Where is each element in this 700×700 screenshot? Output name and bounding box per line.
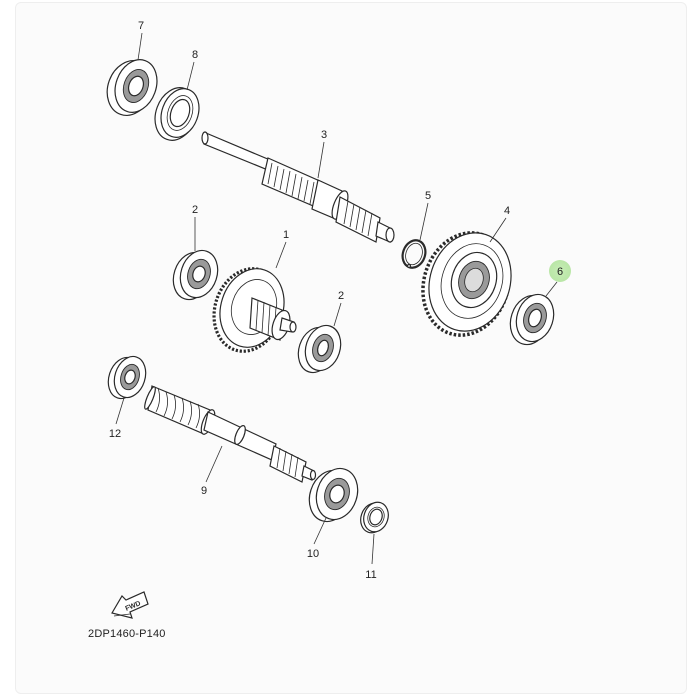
leader-5 xyxy=(419,202,429,241)
part-10-bearing[interactable] xyxy=(303,463,364,527)
leader-6 xyxy=(545,281,558,297)
callout-12[interactable]: 12 xyxy=(109,428,121,440)
leader-10 xyxy=(313,517,327,545)
leader-11 xyxy=(371,533,375,565)
leader-3 xyxy=(317,141,325,179)
fwd-arrow-icon: FWD xyxy=(111,591,149,619)
part-11-oil-seal[interactable] xyxy=(357,499,392,536)
leader-8 xyxy=(186,61,195,91)
callout-3[interactable]: 3 xyxy=(321,129,327,141)
leader-2b xyxy=(333,302,342,327)
callout-4[interactable]: 4 xyxy=(504,205,510,217)
callout-7[interactable]: 7 xyxy=(138,20,144,32)
part-6-bearing[interactable] xyxy=(504,290,559,350)
part-4-gear[interactable] xyxy=(410,222,524,347)
leader-12 xyxy=(115,397,125,425)
leader-1 xyxy=(275,241,287,269)
part-code: 2DP1460-P140 xyxy=(88,628,166,640)
callout-11[interactable]: 11 xyxy=(365,569,376,581)
callout-2b[interactable]: 2 xyxy=(338,290,344,302)
part-2-bearing-lower[interactable] xyxy=(293,321,347,377)
part-5-circlip[interactable] xyxy=(399,237,429,271)
callout-1[interactable]: 1 xyxy=(283,229,289,241)
callout-6[interactable]: 6 xyxy=(557,266,563,278)
leader-4 xyxy=(489,217,507,243)
part-2-bearing-upper[interactable] xyxy=(167,246,223,305)
callout-8[interactable]: 8 xyxy=(192,49,198,61)
part-8-oil-seal[interactable] xyxy=(148,82,205,146)
callout-2a[interactable]: 2 xyxy=(192,204,198,216)
part-7-bearing[interactable] xyxy=(100,54,164,122)
part-12-bearing[interactable] xyxy=(103,352,151,402)
callout-10[interactable]: 10 xyxy=(307,548,319,560)
callout-5[interactable]: 5 xyxy=(425,190,431,202)
leader-7 xyxy=(137,32,143,61)
callout-6-highlight xyxy=(549,260,571,282)
part-3-main-shaft[interactable] xyxy=(201,131,395,243)
part-9-drive-axle[interactable] xyxy=(143,385,317,483)
callout-9[interactable]: 9 xyxy=(201,485,207,497)
leader-9 xyxy=(205,445,223,483)
part-1-gear[interactable] xyxy=(204,260,297,360)
diagram-frame xyxy=(15,2,687,694)
